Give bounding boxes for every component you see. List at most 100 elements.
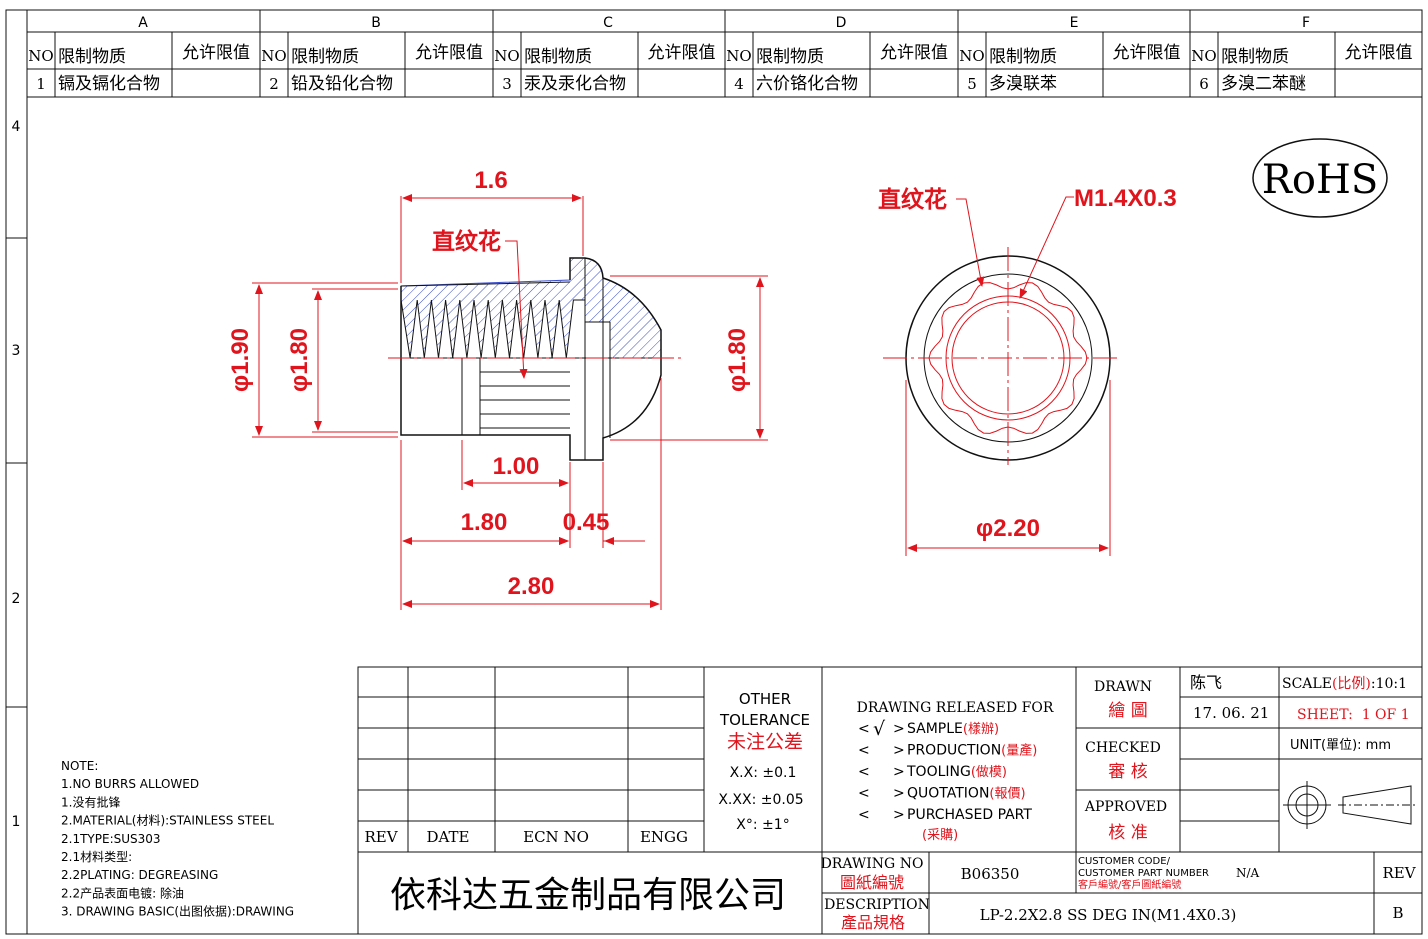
company-name: 依科达五金制品有限公司 [390,875,786,916]
release-option: TOOLING(做模) [906,764,1007,780]
note-line: 1.没有批锋 [61,794,120,809]
zone-col-e: E [1070,15,1079,31]
approved-label: APPROVED [1084,799,1167,815]
note-line: 3. DRAWING BASIC(出图依据):DRAWING [61,904,294,919]
dim-end-diameter: φ2.20 [976,515,1040,542]
substance-name: 多溴二苯醚 [1221,74,1306,94]
zone-col-b: B [371,15,381,31]
dim-knurl-length: 1.00 [493,453,540,480]
substance-name-header: 限制物质 [756,47,824,67]
end-view [883,247,1118,465]
ecn-header: ECN NO [523,828,589,846]
substance-no-header: NO [28,47,53,65]
drawing-no-label-cn: 圖紙編號 [840,873,904,892]
projection-symbol [1283,781,1418,829]
rohs-mark: RoHS [1252,138,1388,218]
release-bracket-open: < [858,786,870,802]
tolerance-title-cn: 未注公差 [727,731,803,753]
drawing-no-value: B06350 [961,865,1020,883]
zone-col-d: D [836,15,847,31]
substance-limit-header: 允许限值 [1345,43,1413,63]
drawn-date: 17. 06. 21 [1193,704,1269,722]
substance-name: 镉及镉化合物 [58,74,160,94]
customer-value: N/A [1236,866,1260,880]
end-knurl-label: 直纹花 [878,186,947,213]
side-knurl-label: 直纹花 [432,228,501,255]
zone-col-f: F [1302,15,1310,31]
substance-name: 汞及汞化合物 [524,74,626,94]
restricted-substances-table: NO 限制物质 允许限值 1 镉及镉化合物 NO 限制物质 允许限值 2 铅及铅化合物 NO 限制物质… [27,32,1422,98]
rev-value: B [1392,904,1403,922]
description-value: LP-2.2X2.8 SS DEG IN(M1.4X0.3) [980,906,1237,924]
release-bracket-open: < [858,743,870,759]
end-view-dimensions: 直纹花 M1.4X0.3 φ2.20 [878,185,1177,556]
note-line: NOTE: [61,759,98,773]
substance-no: 4 [734,75,744,93]
tolerance-title-2: TOLERANCE [719,711,810,729]
release-bracket-close: > [893,786,905,802]
checked-label: CHECKED [1085,740,1161,756]
tolerance-line-2: X.XX: ±0.05 [718,792,803,808]
release-bracket-close: > [893,807,905,823]
dim-top-length: 1.6 [474,167,507,194]
substance-name: 铅及铅化合物 [291,74,393,94]
dim-flange-length: 0.45 [563,509,610,536]
description-label: DESCRIPTION [824,897,930,913]
drawing-frame [5,9,1423,935]
description-label-cn: 產品規格 [841,913,905,932]
release-bracket-open: < [858,807,870,823]
customer-label-1: CUSTOMER CODE/ [1078,856,1171,867]
release-bracket-open: < [858,764,870,780]
substance-no-header: NO [726,47,751,65]
release-bracket-close: > [893,721,905,737]
substance-name-header: 限制物质 [524,47,592,67]
approved-label-cn: 核 准 [1108,823,1147,843]
side-view-dimensions: 1.6 φ1.90 φ1.80 φ1.80 1.00 1.80 0.45 [227,167,768,610]
drawn-label-cn: 繪 圖 [1108,701,1147,721]
release-option: PURCHASED PART [907,807,1032,823]
substance-name-header: 限制物质 [1221,47,1289,67]
rev-header: REV [364,828,398,846]
notes-block: NOTE:1.NO BURRS ALLOWED1.没有批锋2.MATERIAL(… [61,759,294,919]
substance-name-header: 限制物质 [989,47,1057,67]
zone-row-1: 1 [12,814,21,830]
zone-col-a: A [138,15,148,31]
substance-no: 5 [967,75,977,93]
substance-limit-header: 允许限值 [1113,43,1181,63]
substance-name-header: 限制物质 [58,47,126,67]
dim-outer-diameter: φ1.90 [227,328,254,392]
checked-label-cn: 審 核 [1108,762,1147,782]
substance-limit-header: 允许限值 [880,43,948,63]
substance-no: 3 [502,75,512,93]
note-line: 1.NO BURRS ALLOWED [61,777,199,791]
customer-label-2: CUSTOMER PART NUMBER [1078,868,1209,879]
engg-header: ENGG [640,828,688,846]
title-block: REV DATE ECN NO ENGG OTHER TOLERANCE 未注公… [357,666,1423,935]
release-bracket-close: > [893,764,905,780]
note-line: 2.2产品表面电镀: 除油 [61,885,184,900]
drawing-no-label: DRAWING NO [821,856,924,872]
substance-no: 2 [269,75,279,93]
substance-no-header: NO [494,47,519,65]
substance-no-header: NO [959,47,984,65]
substance-no-header: NO [261,47,286,65]
substance-limit-header: 允许限值 [648,43,716,63]
rev-label: REV [1382,864,1416,882]
zone-labels: A B C D E F 4 3 2 1 [12,15,1310,830]
substance-no-header: NO [1191,47,1216,65]
zone-row-2: 2 [12,591,21,607]
dim-inner-diameter: φ1.80 [286,328,313,392]
drawn-label: DRAWN [1094,679,1152,695]
release-bracket-close: > [893,743,905,759]
substance-no: 1 [36,75,46,93]
zone-col-c: C [603,15,613,31]
tolerance-line-3: X°: ±1° [736,817,789,833]
release-option: PRODUCTION(量產) [907,743,1037,759]
release-option-cn: (采購) [922,828,958,843]
note-line: 2.1材料类型: [61,850,132,864]
customer-label-cn: 客戶編號/客戶圖紙編號 [1078,878,1181,891]
dim-total-length: 2.80 [508,573,555,600]
drawn-by: 陈飞 [1190,673,1222,692]
substance-limit-header: 允许限值 [415,43,483,63]
